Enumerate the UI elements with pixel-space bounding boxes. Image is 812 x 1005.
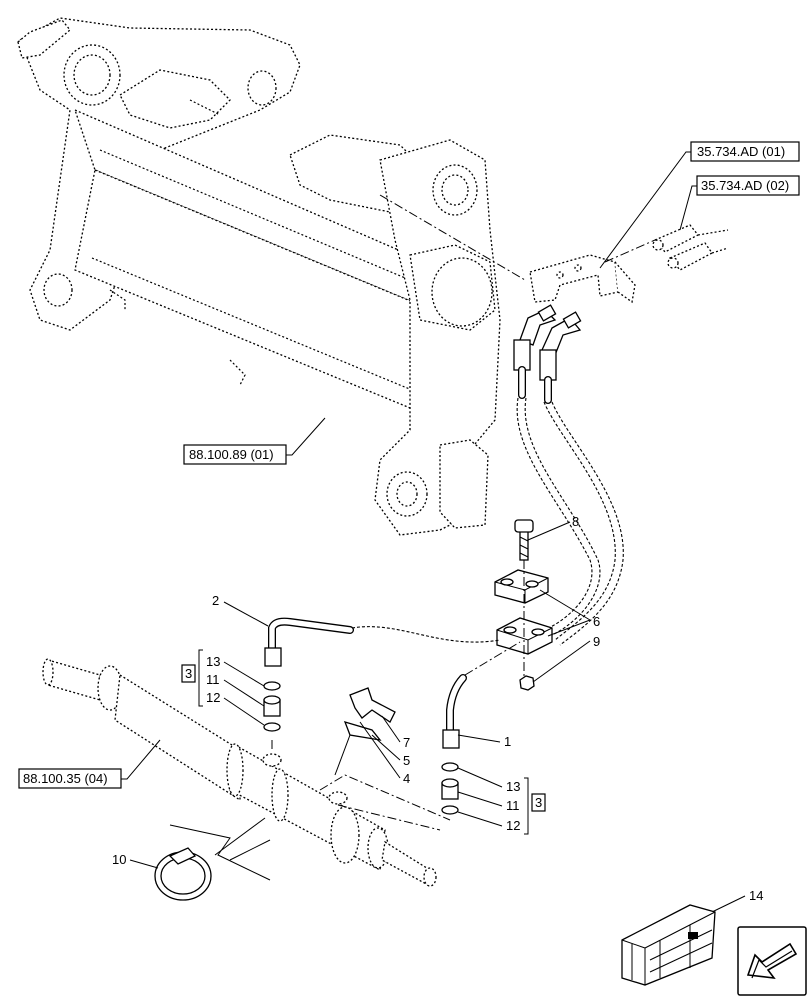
hose-clamp-10 (154, 847, 212, 901)
ref-box-88100-89[interactable]: 88.100.89 (01) (183, 417, 326, 465)
callout-left-11: 11 (206, 672, 220, 687)
callout-7: 7 (403, 735, 410, 750)
valve-bracket (529, 254, 636, 304)
callout-2: 2 (212, 593, 219, 608)
kit-label-right: 3 (535, 795, 542, 810)
mounting-brackets (334, 687, 396, 776)
callout-left-12: 12 (206, 690, 220, 705)
ref-label-35734-02: 35.734.AD (02) (701, 178, 789, 193)
arrow-down-left-icon[interactable] (737, 926, 807, 996)
ref-label-35734-01: 35.734.AD (01) (697, 144, 785, 159)
quick-couplers (652, 224, 729, 271)
ref-box-88100-35[interactable]: 88.100.35 (04) (18, 739, 161, 789)
kit-box-right[interactable]: 3 (531, 793, 546, 812)
ref-box-35734-02[interactable]: 35.734.AD (02) (679, 175, 800, 231)
fitting-stack-right (441, 762, 459, 815)
hydraulic-cylinder (42, 658, 437, 887)
callout-10: 10 (112, 852, 126, 867)
hose-2 (264, 617, 501, 667)
hose-1 (442, 641, 521, 749)
callout-right-13: 13 (506, 779, 520, 794)
callout-8: 8 (572, 514, 579, 529)
callout-right-12: 12 (506, 818, 520, 833)
kit-box-left[interactable]: 3 (181, 664, 196, 683)
phantom-loader-frame (17, 17, 501, 536)
callout-14: 14 (749, 888, 763, 903)
callout-6: 6 (593, 614, 600, 629)
shipping-crate-icon (621, 904, 716, 986)
callouts: 8 6 9 2 1 7 5 4 10 14 13 11 12 13 11 (112, 514, 763, 913)
callout-9: 9 (593, 634, 600, 649)
callout-right-11: 11 (506, 798, 520, 813)
ref-label-88100-35: 88.100.35 (04) (23, 771, 108, 786)
kit-label-left: 3 (185, 666, 192, 681)
ref-box-35734-01[interactable]: 35.734.AD (01) (599, 141, 800, 269)
hose-clamp-parts (494, 519, 553, 691)
fitting-stack-left (263, 681, 281, 732)
hose-assembly-top (513, 304, 624, 646)
callout-1: 1 (504, 734, 511, 749)
ref-label-88100-89: 88.100.89 (01) (189, 447, 274, 462)
callout-4: 4 (403, 771, 410, 786)
callout-5: 5 (403, 753, 410, 768)
callout-left-13: 13 (206, 654, 220, 669)
